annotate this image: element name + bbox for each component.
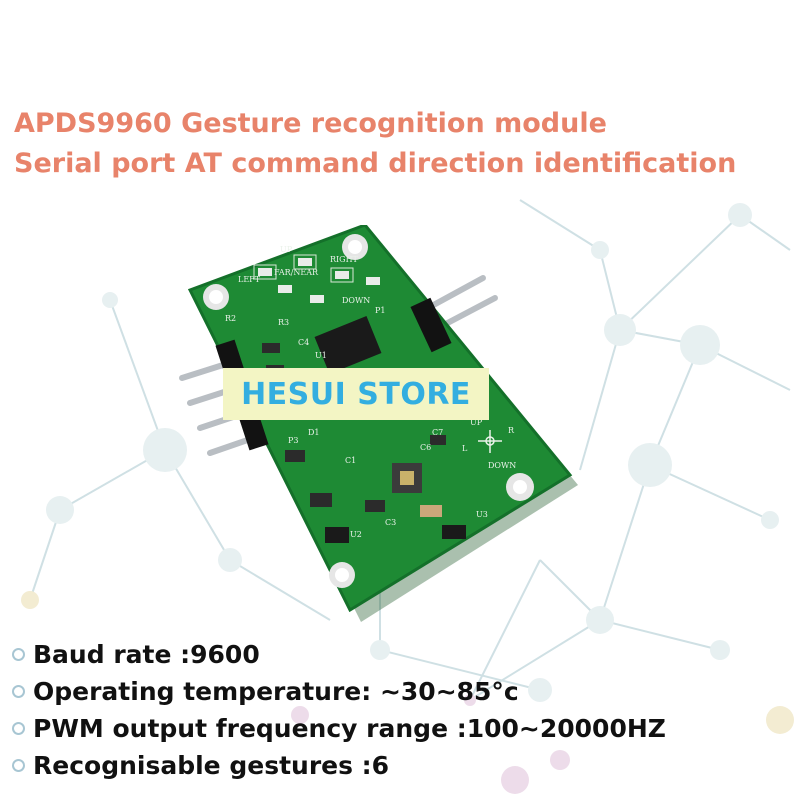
label-arrow-l: L	[462, 444, 468, 453]
label-right: RIGHT	[330, 255, 359, 264]
spec-item: PWM output frequency range :100~20000HZ	[12, 710, 666, 747]
label-r2: R2	[225, 314, 236, 323]
mounting-holes	[203, 234, 534, 588]
label-down: DOWN	[342, 296, 370, 305]
right-header	[410, 297, 452, 353]
label-up: UP	[280, 245, 293, 254]
label-arrow-up: UP	[470, 418, 483, 427]
spec-item: Operating temperature: ~30~85°c	[12, 673, 666, 710]
label-r3: R3	[278, 318, 289, 327]
label-far-near: FAR/NEAR	[274, 268, 319, 277]
bullet-icon	[12, 648, 25, 661]
bullet-icon	[12, 685, 25, 698]
label-u3: U3	[476, 510, 488, 519]
label-c3: C3	[385, 518, 396, 527]
label-d1: D1	[308, 428, 320, 437]
label-c1: C1	[345, 456, 356, 465]
label-p3: P3	[288, 436, 298, 445]
bullet-icon	[12, 722, 25, 735]
label-arrow-down: DOWN	[488, 461, 516, 470]
label-u1: U1	[315, 351, 327, 360]
store-watermark: HESUI STORE	[223, 368, 489, 420]
leds	[258, 258, 380, 303]
title-line-1: APDS9960 Gesture recognition module	[14, 108, 607, 139]
label-p1: P1	[375, 306, 385, 315]
direction-arrows-icon	[478, 430, 502, 453]
spec-item: Baud rate :9600	[12, 636, 666, 673]
label-c6: C6	[420, 443, 431, 452]
label-arrow-r: R	[508, 426, 515, 435]
label-left: LEFT	[238, 275, 261, 284]
main-ic	[314, 315, 382, 375]
spec-pwm-frequency: PWM output frequency range :100~20000HZ	[33, 714, 666, 743]
label-c7: C7	[432, 428, 443, 437]
spec-item: Recognisable gestures :6	[12, 747, 666, 784]
spec-operating-temperature: Operating temperature: ~30~85°c	[33, 677, 519, 706]
label-u2: U2	[350, 530, 362, 539]
spec-list: Baud rate :9600 Operating temperature: ~…	[12, 636, 666, 784]
spec-baud-rate: Baud rate :9600	[33, 640, 260, 669]
right-header-pins	[425, 275, 498, 331]
pcb-module: UP LEFT FAR/NEAR RIGHT DOWN P1 R2 R3 C4 …	[179, 225, 578, 622]
label-c4: C4	[298, 338, 309, 347]
bullet-icon	[12, 759, 25, 772]
title-line-2: Serial port AT command direction identif…	[14, 148, 737, 179]
spec-gestures: Recognisable gestures :6	[33, 751, 390, 780]
